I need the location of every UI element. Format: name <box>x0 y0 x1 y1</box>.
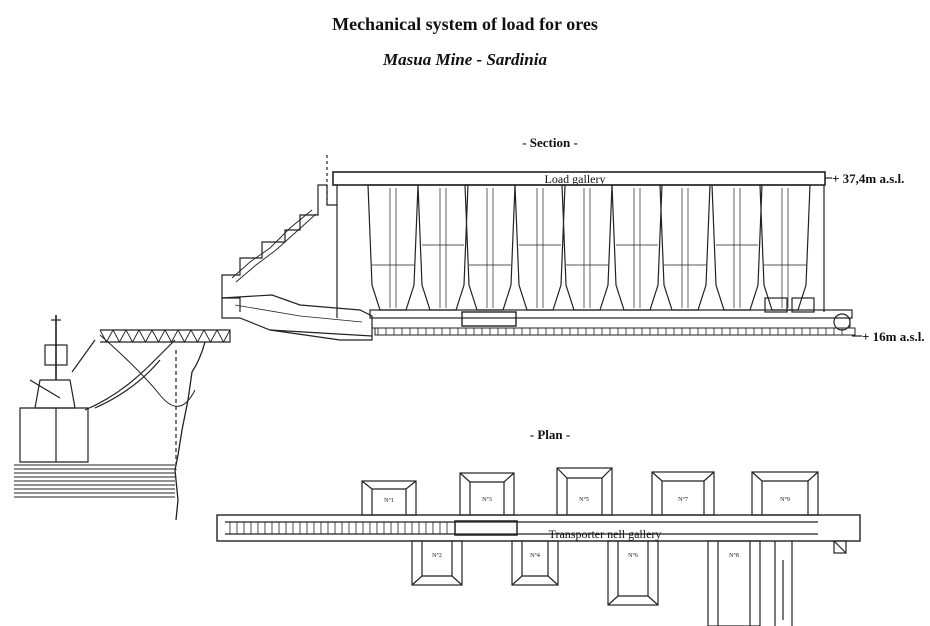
silo-label: N°2 <box>432 552 442 559</box>
silo-top-1: N°1 <box>361 480 417 516</box>
conveyor-chute <box>221 294 373 341</box>
silo-label: N°5 <box>579 496 589 503</box>
diagram-title: Mechanical system of load for ores <box>332 14 598 34</box>
stairway <box>231 209 313 279</box>
silo-label: N°7 <box>678 496 688 503</box>
silo-top-7: N°7 <box>651 471 715 516</box>
plan-gallery-corridor <box>216 514 861 542</box>
silo-bottom-8: N°8 <box>707 540 761 626</box>
elevation-top-label: + 37,4m a.s.l. <box>832 171 904 186</box>
section-view: - Section - Load gallery + 37,4m a.s.l. … <box>14 135 925 521</box>
section-label: - Section - <box>522 135 578 150</box>
diagram-subtitle: Masua Mine - Sardinia <box>383 50 547 69</box>
silo-label: N°3 <box>482 496 492 503</box>
silo-label: N°8 <box>729 552 739 559</box>
plan-view: - Plan - Transporter nell gallery N°1 N°… <box>216 427 861 626</box>
silo-hopper <box>611 184 663 311</box>
silo-bottom-6: N°6 <box>607 540 659 606</box>
side-shaft <box>774 541 793 626</box>
stepped-wall <box>221 184 337 312</box>
water-surface <box>14 464 175 498</box>
silo-hopper <box>367 184 419 311</box>
loading-boom <box>84 329 231 411</box>
silo-top-5: N°5 <box>556 467 613 516</box>
silo-hopper <box>561 184 613 311</box>
silo-label: N°9 <box>780 496 790 503</box>
rail-ties <box>377 328 843 335</box>
silo-floor <box>369 309 853 319</box>
silo-top-9: N°9 <box>751 471 819 516</box>
silo-hopper <box>464 184 516 311</box>
silo-label: N°4 <box>530 552 540 559</box>
elevation-bottom-label: + 16m a.s.l. <box>862 329 925 344</box>
silo-hopper <box>711 184 763 311</box>
silo-hopper <box>659 184 711 311</box>
silo-bottom-2: N°2 <box>411 540 463 586</box>
cliff <box>174 341 206 521</box>
silo-label: N°1 <box>384 497 394 504</box>
ship <box>19 315 96 463</box>
plan-label: - Plan - <box>530 427 570 442</box>
silo-hopper <box>514 184 566 311</box>
rail-wagon <box>461 311 517 327</box>
silo-hopper <box>759 184 811 311</box>
silo-label: N°6 <box>628 552 638 559</box>
load-gallery-label: Load gallery <box>545 172 606 186</box>
silo-bottom-4: N°4 <box>511 540 559 586</box>
silo-hopper <box>417 184 469 311</box>
plan-gallery-label: Transporter nell gallery <box>549 527 662 541</box>
silo-hoppers <box>367 184 811 311</box>
silo-top-3: N°3 <box>459 472 515 516</box>
